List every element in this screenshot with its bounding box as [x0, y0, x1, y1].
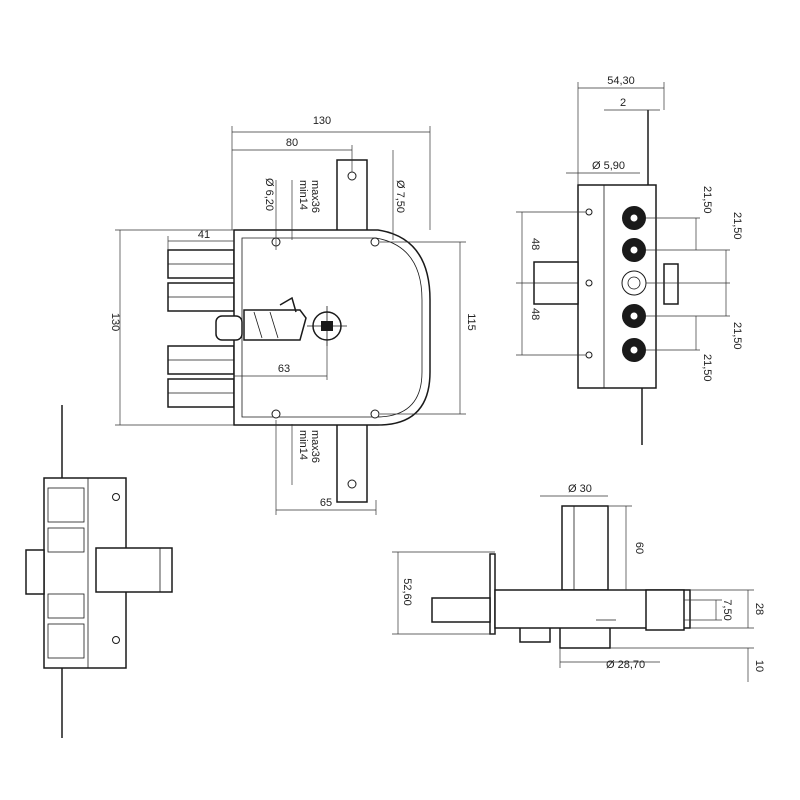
dim-min14-bottom: min14 — [297, 430, 309, 460]
left-bolt — [95, 547, 173, 593]
front-view: 130 80 Ø 6,20 max36 min14 Ø 7,50 41 130 … — [109, 115, 477, 515]
dim-max36-bottom: max36 — [309, 430, 321, 463]
center-cylinder — [621, 270, 647, 296]
upper-strike-hole — [347, 171, 357, 181]
side-knob — [663, 263, 679, 305]
dim-cylinder-height: 60 — [633, 542, 645, 554]
dim-plate-offset: 65 — [320, 497, 332, 509]
dim-height-case: 115 — [465, 313, 477, 331]
dim-hole-large: Ø 7,50 — [394, 180, 406, 213]
screw-hole-top-right — [370, 237, 380, 247]
latch — [215, 315, 243, 341]
left-latch — [25, 549, 45, 595]
latch-follower — [243, 309, 307, 341]
dim-height-overall: 130 — [109, 313, 121, 331]
dim-max36-top: max36 — [309, 180, 321, 213]
dim-half-lower: 48 — [529, 308, 541, 320]
dim-pitch-2: 21,50 — [731, 212, 743, 240]
left-side-view — [25, 405, 173, 738]
lower-strike-hole — [347, 479, 357, 489]
dim-half-upper: 48 — [529, 238, 541, 250]
dim-width-overall: 130 — [313, 115, 331, 127]
dim-pitch-4: 21,50 — [701, 354, 713, 382]
dim-min14-top: min14 — [297, 180, 309, 210]
side-view: 54,30 2 Ø 5,90 21,50 21,50 21,50 21,50 4… — [516, 75, 743, 445]
top-knob — [645, 589, 685, 631]
screw-hole-bottom-left — [271, 409, 281, 419]
dim-width-to-axis: 80 — [286, 137, 298, 149]
dim-pitch-3: 21,50 — [731, 322, 743, 350]
dim-pitch-1: 21,50 — [701, 186, 713, 214]
dim-bottom-dia: Ø 28,70 — [606, 659, 645, 671]
top-latch — [431, 597, 491, 623]
dim-backset: 63 — [278, 363, 290, 375]
screw-hole-bottom-right — [370, 409, 380, 419]
dim-case-depth: 52,60 — [401, 578, 413, 606]
dim-bolt-length: 41 — [198, 229, 210, 241]
dim-case-thickness: 28 — [753, 603, 765, 615]
dim-bolt-dia: 7,50 — [721, 599, 733, 620]
top-cylinder — [561, 505, 609, 591]
dim-rod-offset: 2 — [620, 97, 626, 109]
top-view: Ø 30 60 52,60 7,50 28 10 Ø 28,70 — [392, 483, 765, 682]
dim-hole-small: Ø 6,20 — [263, 178, 275, 211]
dim-depth-total: 54,30 — [607, 75, 635, 87]
lower-strike-plate — [336, 419, 368, 503]
dim-side-hole: Ø 5,90 — [592, 160, 625, 172]
dim-bottom-offset: 10 — [753, 660, 765, 672]
dim-cylinder-dia: Ø 30 — [568, 483, 592, 495]
